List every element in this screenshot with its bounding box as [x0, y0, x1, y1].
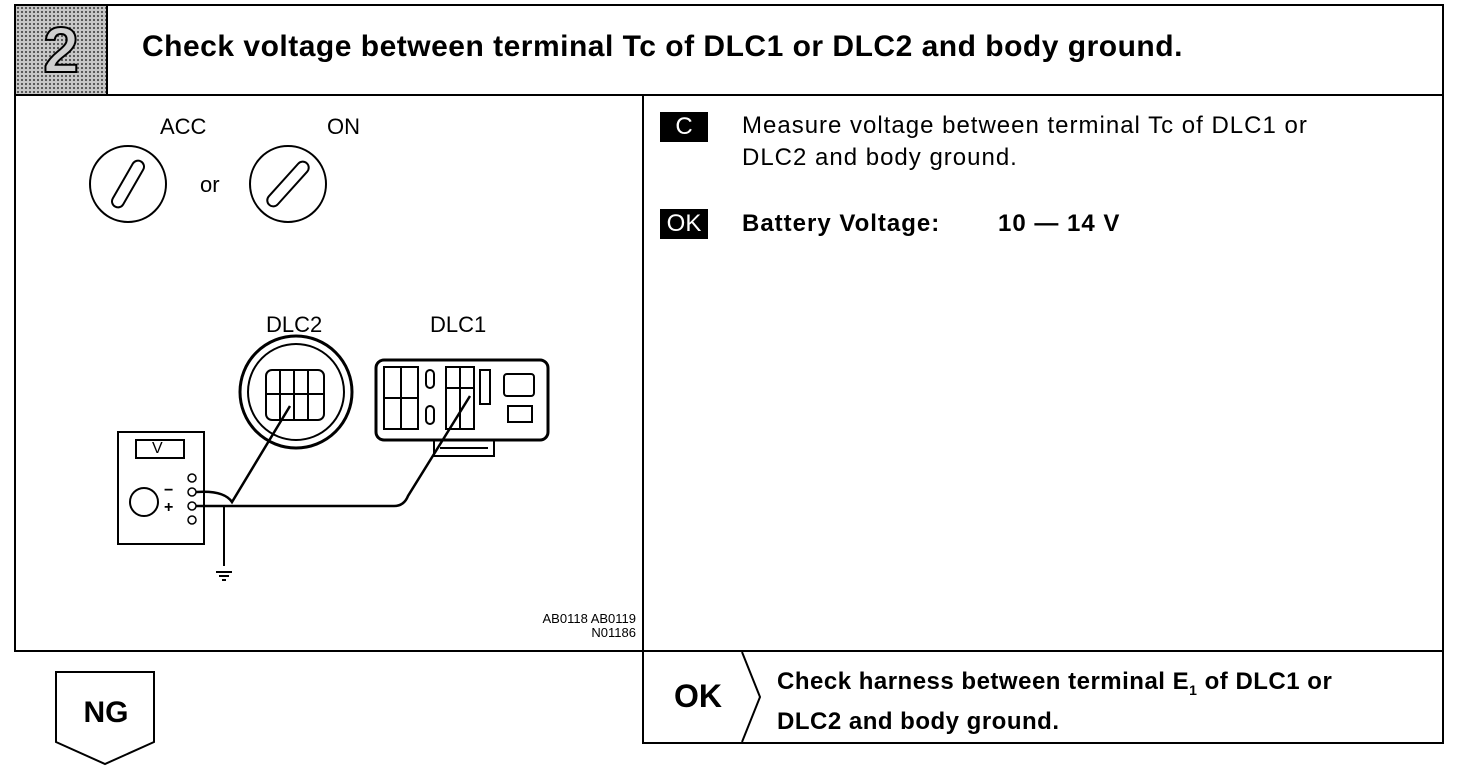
measure-line1: Measure voltage between terminal Tc of D… [742, 112, 1308, 139]
ok-result-line1: Check harness between terminal E1 of DLC… [777, 666, 1437, 706]
step-badge: 2 [16, 6, 108, 94]
spec-value: 10 — 14 V [998, 210, 1121, 237]
page-title: Check voltage between terminal Tc of DLC… [142, 30, 1183, 63]
spec-label: Battery Voltage: [742, 210, 941, 237]
dlc1-label: DLC1 [430, 312, 487, 337]
ng-arrow-shape [55, 671, 155, 766]
figure-code-line1: AB0118 AB0119 [542, 611, 637, 626]
step-number: 2 [42, 14, 80, 86]
figure-codes: AB0118 AB0119 N01186 [480, 611, 637, 640]
ok-result-text: Check harness between terminal E1 of DLC… [777, 666, 1437, 738]
instruction-panel [642, 94, 1444, 652]
measure-line2: DLC2 and body ground. [742, 144, 1018, 171]
ignition-switch-acc-icon [89, 145, 167, 223]
dlc1-connector-icon [374, 358, 550, 457]
ok-result-box [642, 650, 1444, 744]
ok-tag: OK [660, 209, 708, 239]
switch-acc-label: ACC [160, 114, 207, 139]
ok-result-label: OK [674, 678, 722, 714]
ignition-switch-on-icon [249, 145, 327, 223]
or-label: or [200, 172, 220, 197]
measure-instruction: Measure voltage between terminal Tc of D… [742, 110, 1432, 174]
ng-result-label: NG [83, 696, 129, 729]
meter-plus-label: + [164, 499, 174, 516]
figure-code-line2: N01186 [591, 625, 636, 640]
meter-minus-label: − [164, 482, 174, 499]
ok-arrow-divider [741, 651, 762, 743]
c-tag: C [660, 112, 708, 142]
probe-lead-dlc2 [195, 405, 292, 505]
wiring-diagram [89, 145, 550, 581]
ground-icon [216, 571, 232, 581]
ok-result-line1-sub: 1 [1189, 681, 1198, 698]
meter-v-label: V [152, 440, 163, 457]
switch-on-label: ON [327, 114, 360, 139]
ok-result-line1-prefix: Check harness between terminal E [777, 668, 1190, 695]
dlc2-label: DLC2 [266, 312, 323, 337]
dlc2-connector-icon [238, 334, 354, 450]
ok-result-line1-suffix: of DLC1 or [1197, 668, 1333, 695]
ok-result-line2: DLC2 and body ground. [777, 707, 1060, 735]
ground-lead [196, 505, 225, 566]
probe-lead-dlc1 [196, 395, 472, 508]
